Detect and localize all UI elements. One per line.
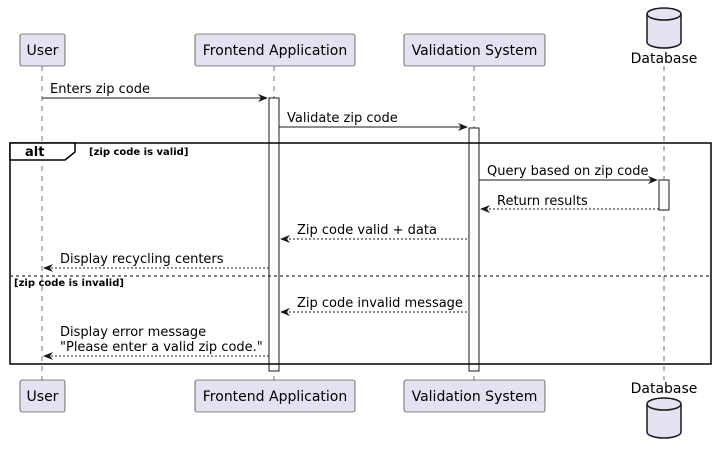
participant-label-frontend: Frontend Application [203, 43, 347, 59]
alt-keyword: alt [25, 145, 44, 160]
database-icon-bottom [646, 397, 682, 439]
participant-label-user-bottom: User [27, 389, 59, 405]
participant-label-user: User [27, 43, 59, 59]
message-label-8-line-2: "Please enter a valid zip code." [60, 340, 263, 355]
alt-tab [9, 142, 76, 161]
message-label-4: Return results [497, 194, 588, 209]
message-label-2: Validate zip code [287, 111, 398, 126]
participant-label-frontend-bottom: Frontend Application [203, 389, 347, 405]
guard-invalid: [zip code is invalid] [14, 278, 124, 289]
message-label-7: Zip code invalid message [297, 296, 463, 311]
participant-box-validation [403, 33, 546, 67]
participant-label-database-bottom: Database [631, 381, 698, 397]
message-label-6: Display recycling centers [60, 252, 224, 267]
participant-label-validation: Validation System [412, 43, 538, 59]
alt-fragment: alt [zip code is valid] [zip code is inv… [9, 142, 712, 365]
participant-label-validation-bottom: Validation System [412, 389, 538, 405]
participants-bottom: User Frontend Application Validation Sys… [19, 379, 698, 439]
activation-database [658, 179, 670, 211]
messages: Enters zip code Validate zip code Query … [42, 82, 659, 360]
participant-box-user [19, 33, 66, 67]
guard-valid: [zip code is valid] [89, 147, 188, 158]
message-label-8-line-1: Display error message [60, 325, 206, 340]
activation-validation [468, 127, 480, 372]
message-label-1: Enters zip code [50, 82, 150, 97]
participant-box-validation-bottom [403, 379, 546, 413]
alt-frame [9, 142, 712, 365]
participant-label-database: Database [631, 51, 698, 67]
participants-top: User Frontend Application Validation Sys… [19, 7, 698, 67]
participant-box-frontend-bottom [194, 379, 356, 413]
participant-box-user-bottom [19, 379, 66, 413]
message-label-3: Query based on zip code [487, 164, 649, 179]
database-icon [646, 7, 682, 49]
activation-frontend [268, 97, 280, 372]
participant-box-frontend [194, 33, 356, 67]
message-label-5: Zip code valid + data [297, 223, 437, 238]
